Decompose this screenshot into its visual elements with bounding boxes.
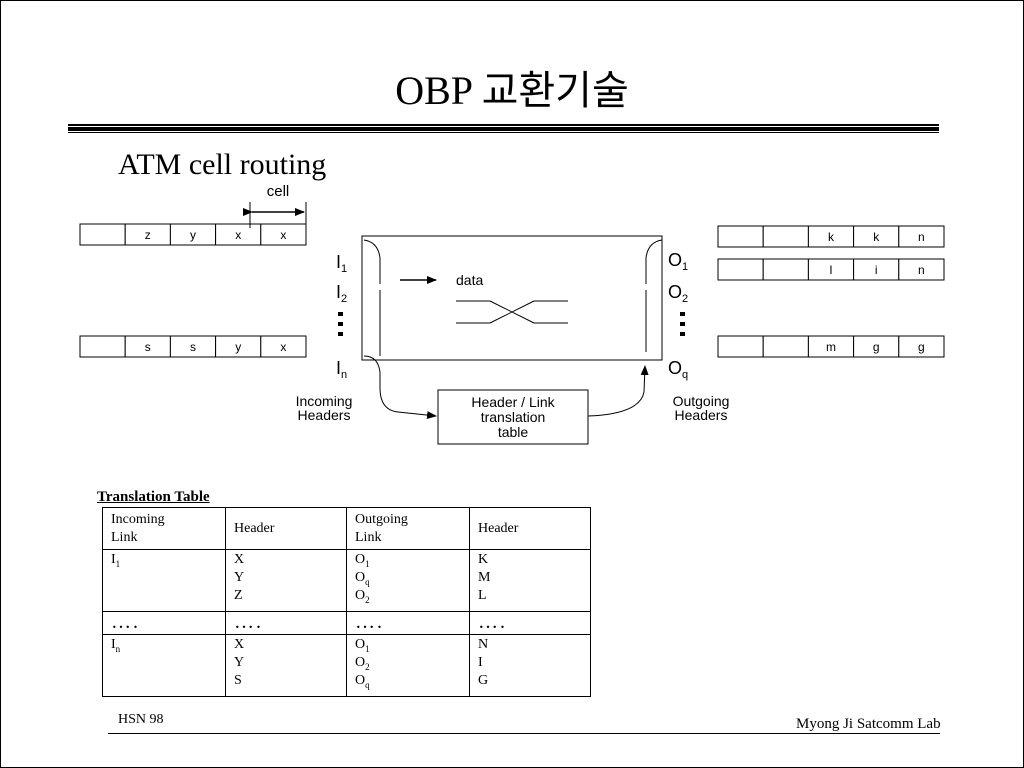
title-rule-thin-bottom xyxy=(68,132,939,133)
output-port-q-label: Oq xyxy=(668,358,688,381)
footer-left-text: HSN 98 xyxy=(118,712,164,727)
switch-fabric-box xyxy=(361,235,663,361)
cell-label: cell xyxy=(267,183,290,200)
translation-box-line-2: translation xyxy=(481,409,546,425)
input-port-n-line xyxy=(363,355,437,420)
output-port-2-label: O2 xyxy=(668,282,688,305)
title-rule-thick xyxy=(68,127,939,131)
output-queue-1-cell xyxy=(898,225,945,248)
output-port-1-line xyxy=(645,239,663,284)
incoming-headers-label-1: Incoming xyxy=(296,393,353,409)
input-queue-2-cell-label: s xyxy=(190,340,196,354)
table-row-ellipsis: …. …. …. …. xyxy=(102,611,591,636)
input-queue-1-cell xyxy=(79,223,126,246)
input-port-2-label: I2 xyxy=(336,282,347,305)
cell-outgoing-links: O1 O2 Oq xyxy=(346,634,470,697)
ellipsis-cell: …. xyxy=(469,611,591,636)
input-queue-1-cell-label: x xyxy=(280,228,286,242)
ellipsis-cell: …. xyxy=(225,611,347,636)
input-queue-2-cell xyxy=(79,335,126,358)
output-queue-3-cell xyxy=(717,335,764,358)
ellipsis-cell: …. xyxy=(346,611,470,636)
output-queue-1-cell xyxy=(762,225,809,248)
output-from-table-line xyxy=(587,365,649,417)
slide-title: OBP 교환기술 xyxy=(395,68,629,113)
slide-subtitle: ATM cell routing xyxy=(118,148,327,181)
output-queue-1-cell-label: k xyxy=(828,230,835,244)
output-queue-3-cell xyxy=(898,335,945,358)
output-queue-3-cell-label: g xyxy=(918,340,925,354)
output-queue-3-cell-label: g xyxy=(873,340,880,354)
footer-right-text: Myong Ji Satcomm Lab xyxy=(796,716,941,732)
input-queue-2-cell-label: s xyxy=(145,340,151,354)
header-in-header: Header xyxy=(225,506,347,551)
output-queue-3-cell xyxy=(762,335,809,358)
crossover-line-diagonal-b xyxy=(489,300,535,324)
header-out-header: Header xyxy=(469,506,591,551)
input-queue-2-cell-label: y xyxy=(235,340,241,354)
cell-incoming-link: In xyxy=(102,634,226,697)
output-queue-2-cell xyxy=(898,258,945,281)
input-queue-1-cell xyxy=(260,223,307,246)
output-queue-2-cell-label: i xyxy=(875,263,878,277)
input-ellipsis-dot xyxy=(338,332,343,336)
translation-table-box xyxy=(437,389,589,445)
outgoing-headers-label-2: Headers xyxy=(675,407,728,423)
input-ellipsis-dot xyxy=(338,322,343,326)
input-queue-2-cell xyxy=(260,335,307,358)
cell-outgoing-links: O1 Oq O2 xyxy=(346,549,470,613)
output-ellipsis-dot xyxy=(680,312,685,316)
input-queue-2-cell-label: x xyxy=(280,340,286,354)
translation-table-caption: Translation Table xyxy=(97,489,210,505)
footer-rule xyxy=(108,733,940,734)
title-rule-thin-top xyxy=(68,124,939,126)
output-queue-2-cell-label: l xyxy=(830,263,833,277)
output-queue-1-cell-label: n xyxy=(918,230,925,244)
output-queue-3-cell-label: m xyxy=(826,340,836,354)
output-queue-1-cell-label: k xyxy=(873,230,880,244)
input-queue-1-cell-label: y xyxy=(190,228,196,242)
incoming-headers-label-2: Headers xyxy=(298,407,351,423)
output-queue-1-cell xyxy=(717,225,764,248)
input-port-n-label: In xyxy=(336,358,347,381)
output-port-1-label: O1 xyxy=(668,250,688,273)
input-queue-1-cell-label: z xyxy=(145,228,151,242)
outgoing-headers-label-1: Outgoing xyxy=(673,393,730,409)
translation-box-line-1: Header / Link xyxy=(471,394,555,410)
ellipsis-cell: …. xyxy=(102,611,226,636)
input-queue-1-cell-label: x xyxy=(235,228,241,242)
input-port-1-line xyxy=(363,239,381,284)
output-queue-2-cell xyxy=(762,258,809,281)
input-ellipsis-dot xyxy=(338,312,343,316)
output-ellipsis-dot xyxy=(680,332,685,336)
data-label: data xyxy=(456,272,483,288)
output-queue-2-cell-label: n xyxy=(918,263,925,277)
output-ellipsis-dot xyxy=(680,322,685,326)
cell-incoming-link: I1 xyxy=(102,549,226,613)
output-queue-2-cell xyxy=(717,258,764,281)
translation-box-line-3: table xyxy=(498,424,529,440)
input-port-1-label: I1 xyxy=(336,252,347,275)
